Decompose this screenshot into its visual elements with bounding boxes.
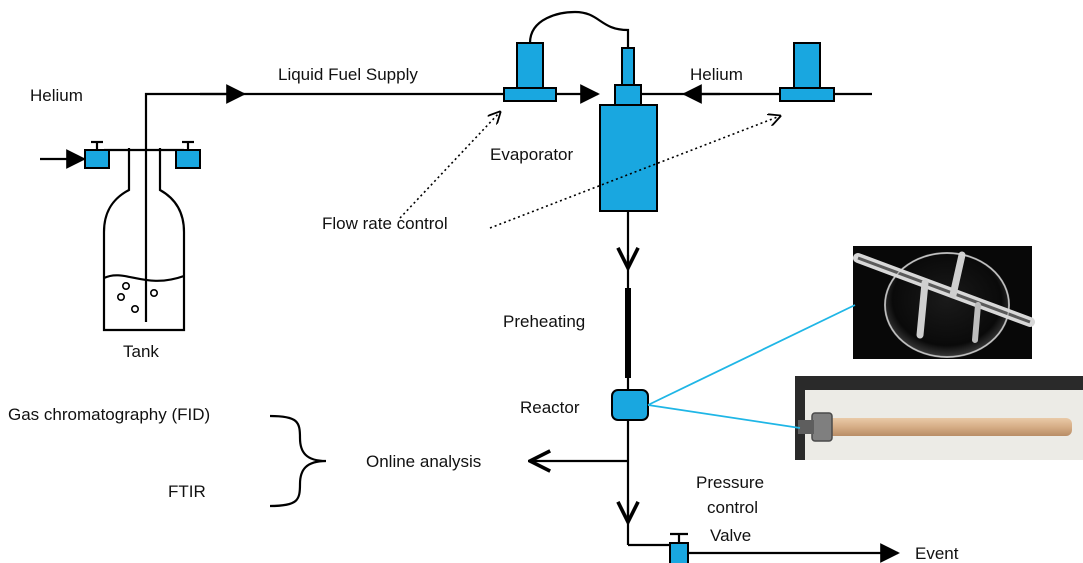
liquid-fuel-supply-label: Liquid Fuel Supply [278, 65, 418, 84]
helium-label-right: Helium [690, 65, 743, 84]
gas-chromatography-label: Gas chromatography (FID) [8, 405, 210, 424]
helium-label-left: Helium [30, 86, 83, 105]
analysis-brace [269, 414, 327, 508]
preheating-label: Preheating [503, 312, 585, 331]
valve-label: Valve [710, 526, 751, 545]
reactor [611, 389, 649, 421]
pressure-control-valve [669, 532, 689, 563]
flow-controller-right [779, 42, 835, 102]
reactor-label: Reactor [520, 398, 580, 417]
tank-label: Tank [123, 342, 159, 361]
pressure-label: Pressure [696, 473, 764, 492]
fuel-supply-line [144, 92, 505, 130]
tank [102, 148, 186, 332]
ftir-label: FTIR [168, 482, 206, 501]
tank-inlet-valve [84, 140, 110, 169]
tank-outlet-valve [175, 140, 201, 169]
control-label: control [707, 498, 758, 517]
event-label: Event [915, 544, 959, 563]
controller-cable [528, 10, 630, 48]
leader-line-to-tube-photo [647, 404, 801, 429]
reactor-glass-photo [853, 246, 1035, 359]
leader-line-to-glass-photo [647, 304, 856, 406]
flow-control-pointer-right [489, 116, 780, 229]
flow-controller-left [503, 42, 557, 102]
evaporator-label: Evaporator [490, 145, 573, 164]
flow-control-pointer-left [399, 112, 500, 219]
online-analysis-label: Online analysis [366, 452, 481, 471]
flow-rate-control-label: Flow rate control [322, 214, 448, 233]
reactor-tube-photo [795, 376, 1083, 460]
evaporator [599, 47, 658, 212]
tank-bubbles [117, 281, 159, 313]
